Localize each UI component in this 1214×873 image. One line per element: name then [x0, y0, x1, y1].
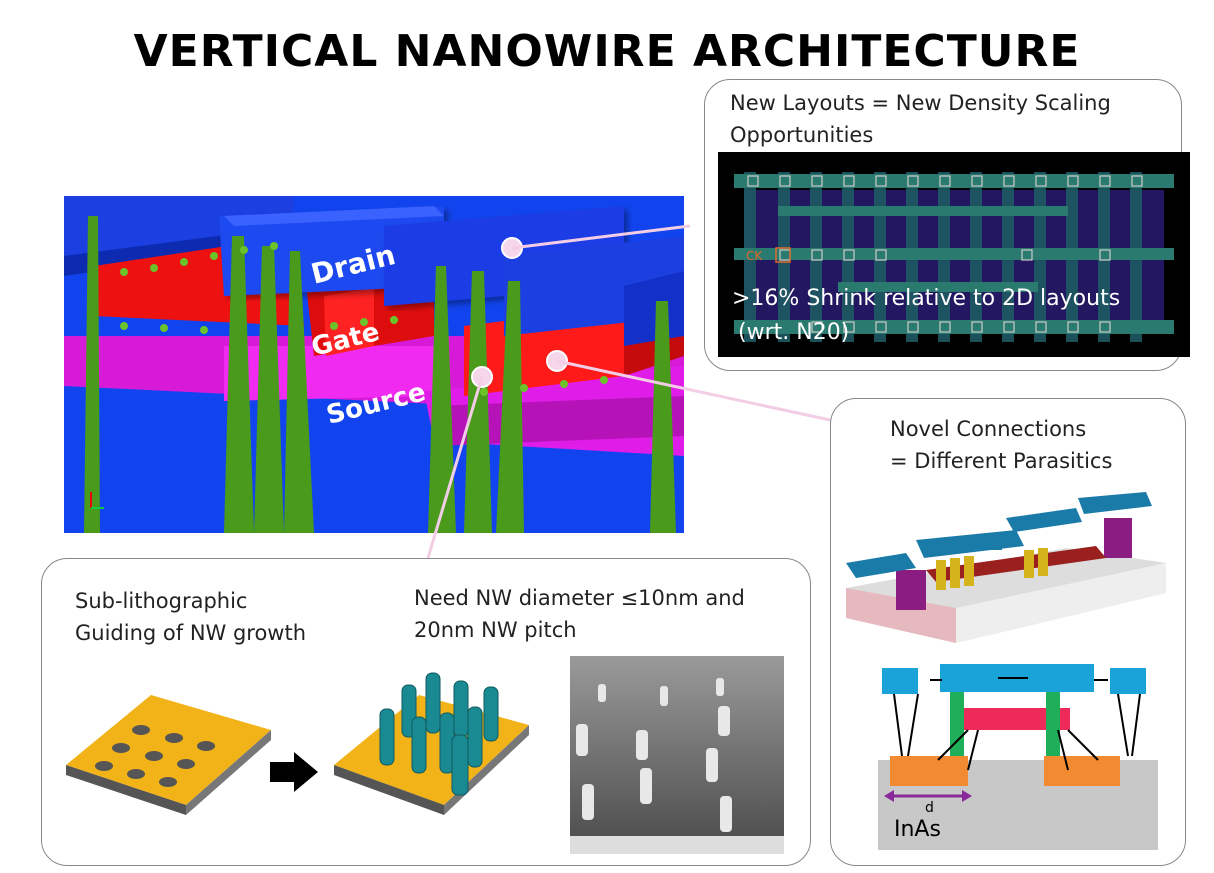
growth-left-line1: Sub-lithographic [75, 589, 248, 613]
connection-3d-image [846, 492, 1166, 643]
grown-nanowires-image [334, 672, 529, 815]
growth-right-line2: 20nm NW pitch [414, 618, 577, 642]
growth-right-line1: Need NW diameter ≤10nm and [414, 586, 745, 610]
parasitics-schematic: d InAs [878, 664, 1158, 850]
page-title: VERTICAL NANOWIRE ARCHITECTURE [133, 26, 1081, 77]
sem-micrograph-image [570, 656, 784, 854]
connections-line1: Novel Connections [890, 417, 1087, 441]
shrink-line2: (wrt. N20) [738, 320, 850, 345]
layout-heading-line2: Opportunities [730, 123, 874, 147]
arrow-right-icon [270, 752, 318, 792]
cell-layout-image: CK [718, 152, 1190, 357]
growth-left-line2: Guiding of NW growth [75, 621, 307, 645]
inas-label: InAs [894, 817, 941, 842]
patterned-wafer-image [66, 695, 271, 815]
shrink-line1: >16% Shrink relative to 2D layouts [732, 286, 1121, 311]
connections-line2: = Different Parasitics [890, 449, 1113, 473]
ck-label: CK [746, 249, 763, 263]
d-label: d [925, 800, 934, 816]
layout-heading-line1: New Layouts = New Density Scaling [730, 91, 1111, 115]
